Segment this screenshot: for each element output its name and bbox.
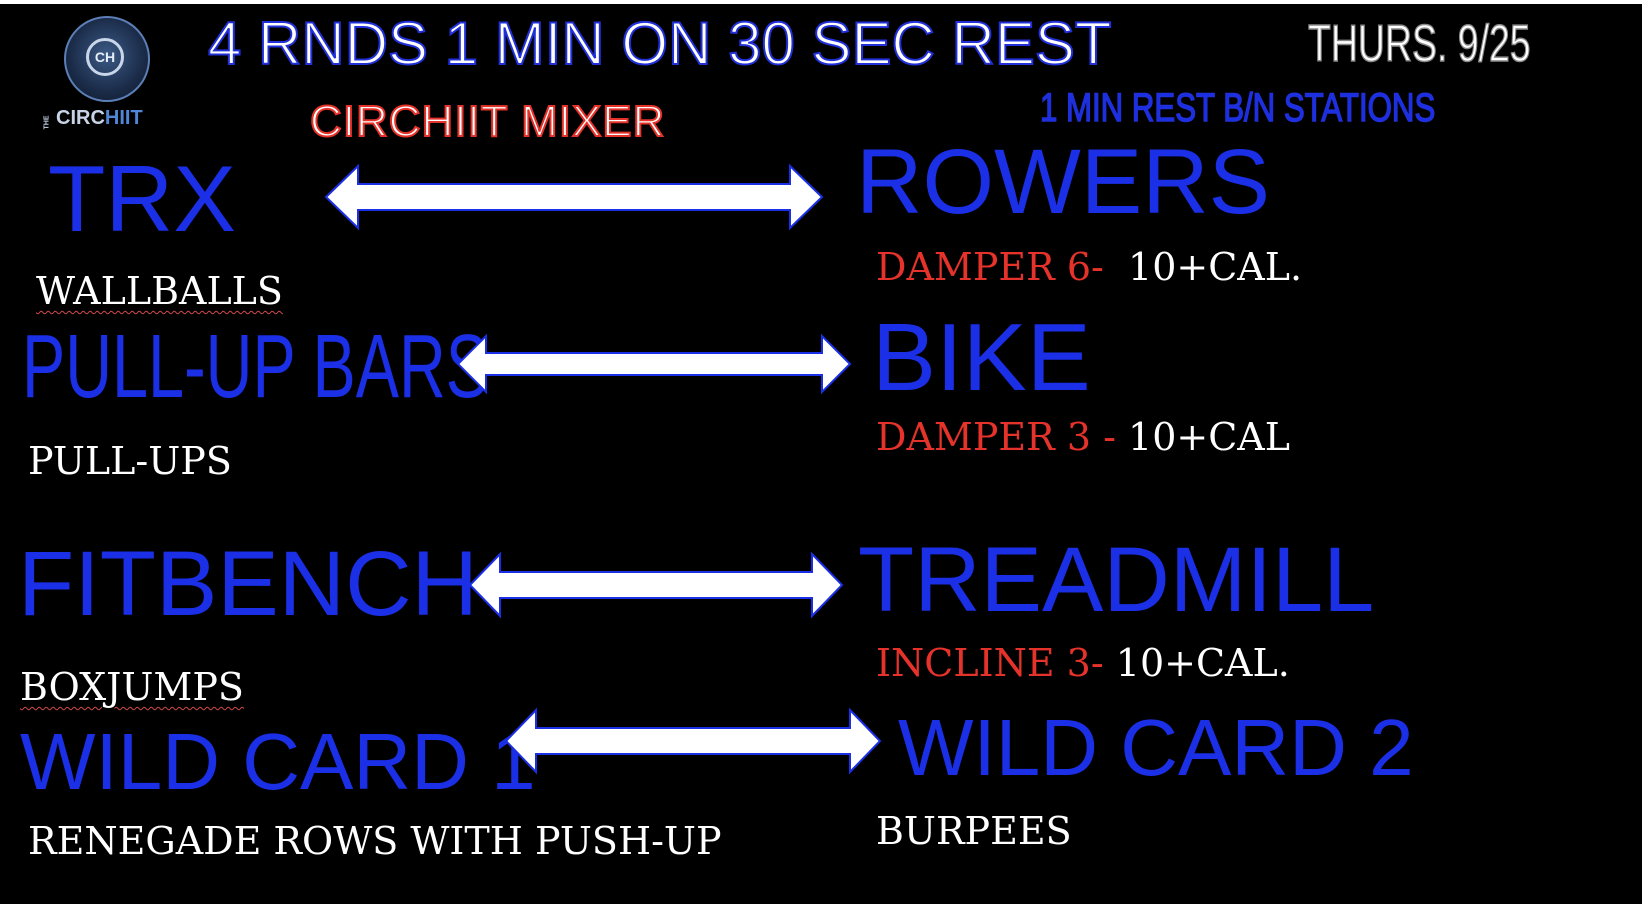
exercise-burpees: BURPEES	[876, 809, 1072, 853]
logo-word-highlight: HIIT	[104, 107, 143, 129]
bike-setting: DAMPER 3 -	[876, 415, 1116, 459]
rowers-setting: DAMPER 6-	[876, 245, 1104, 289]
workout-slide: CH THE CIRCHIIT 4 RNDS 1 MIN ON 30 SEC RE…	[0, 4, 1642, 904]
station-title-fitbench: FITBENCH	[18, 533, 478, 635]
exercise-boxjumps: BOXJUMPS	[20, 665, 244, 709]
logo-wordmark: THE CIRCHIIT	[40, 107, 143, 130]
treadmill-instruction: INCLINE 3- 10+CAL.	[876, 644, 1290, 682]
station-title-wild-card-1: WILD CARD 1	[20, 717, 536, 806]
double-headed-arrow-icon	[468, 551, 844, 619]
bike-instruction: DAMPER 3 - 10+CAL	[876, 418, 1290, 456]
logo-word-main: CIRC	[56, 107, 105, 129]
logo-initials: CH	[86, 38, 124, 76]
station-title-trx: TRX	[48, 146, 236, 251]
exercise-wallballs: WALLBALLS	[36, 269, 283, 313]
logo-prefix: THE	[43, 115, 51, 130]
station-title-bike: BIKE	[872, 304, 1091, 411]
station-title-rowers: ROWERS	[856, 131, 1270, 233]
double-headed-arrow-icon	[324, 163, 824, 231]
station-title-wild-card-2: WILD CARD 2	[898, 703, 1414, 792]
double-headed-arrow-icon	[456, 333, 852, 395]
rowers-instruction: DAMPER 6- 10+CAL.	[876, 248, 1302, 286]
rest-note: 1 MIN REST B/N STATIONS	[1039, 86, 1436, 130]
exercise-pull-ups: PULL-UPS	[28, 439, 232, 483]
station-title-pull-up-bars: PULL-UP BARS	[22, 317, 489, 417]
bike-target: 10+CAL	[1128, 415, 1290, 459]
double-headed-arrow-icon	[504, 707, 882, 775]
date-label: THURS. 9/25	[1307, 15, 1531, 73]
exercise-renegade-rows: RENEGADE ROWS WITH PUSH-UP	[28, 819, 722, 863]
circhiit-logo-icon: CH	[64, 16, 150, 102]
rowers-target: 10+CAL.	[1128, 245, 1303, 289]
station-title-treadmill: TREADMILL	[858, 529, 1375, 631]
subtitle: CIRCHIIT MIXER	[309, 97, 666, 146]
treadmill-setting: INCLINE 3-	[876, 641, 1104, 685]
treadmill-target: 10+CAL.	[1115, 641, 1290, 685]
page-title: 4 RNDS 1 MIN ON 30 SEC REST	[207, 10, 1113, 77]
